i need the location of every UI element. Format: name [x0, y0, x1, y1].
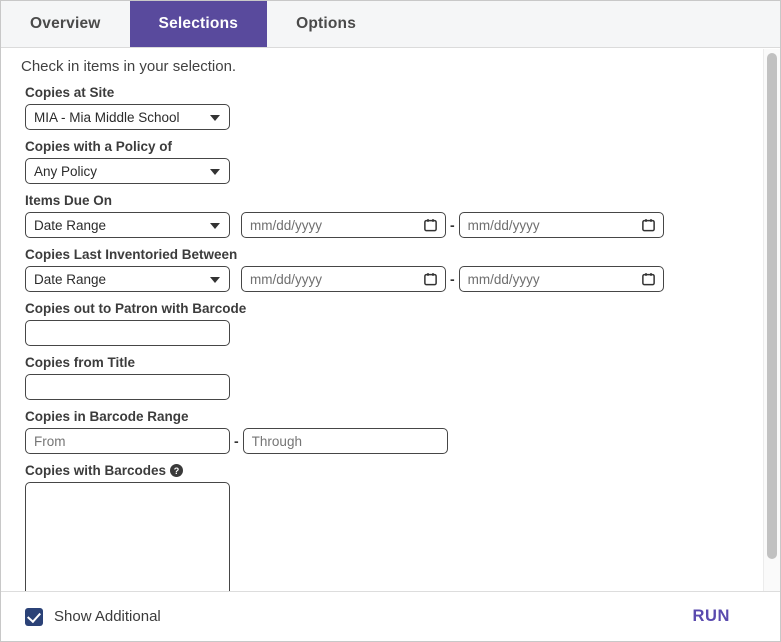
policy-value: Any Policy — [34, 163, 98, 179]
chevron-down-icon — [210, 115, 220, 121]
calendar-icon[interactable] — [423, 272, 438, 287]
chevron-down-icon — [210, 223, 220, 229]
date-range-separator: - — [450, 217, 455, 233]
scrollbar-thumb[interactable] — [767, 53, 777, 559]
selections-panel: Check in items in your selection. Copies… — [1, 49, 780, 591]
copies-at-site-select[interactable]: MIA - Mia Middle School — [25, 104, 230, 130]
barcode-range-from-input[interactable] — [25, 428, 230, 454]
patron-barcode-label: Copies out to Patron with Barcode — [25, 301, 247, 316]
help-icon[interactable]: ? — [170, 464, 184, 477]
items-due-on-label: Items Due On — [25, 193, 113, 208]
barcode-range-label: Copies in Barcode Range — [25, 409, 189, 424]
copies-at-site-label: Copies at Site — [25, 85, 115, 100]
last-inventoried-label: Copies Last Inventoried Between — [25, 247, 238, 262]
items-due-on-mode-value: Date Range — [34, 217, 107, 233]
tab-options[interactable]: Options — [296, 15, 357, 32]
barcode-range-through-input[interactable] — [242, 428, 448, 454]
last-inventoried-end-date-input[interactable] — [458, 266, 664, 292]
show-additional-checkbox[interactable] — [25, 607, 43, 626]
run-button[interactable]: RUN — [692, 607, 730, 625]
date-range-separator: - — [450, 271, 455, 287]
items-due-on-mode-select[interactable]: Date Range — [25, 212, 230, 238]
tab-overview[interactable]: Overview — [30, 15, 101, 32]
from-title-label: Copies from Title — [25, 355, 136, 370]
last-inventoried-start-date-input[interactable] — [241, 266, 446, 292]
patron-barcode-input[interactable] — [25, 320, 230, 346]
chevron-down-icon — [210, 277, 220, 283]
tab-bar: Overview Selections Options — [1, 1, 780, 48]
barcodes-textarea[interactable] — [25, 482, 230, 591]
show-additional-label: Show Additional — [54, 608, 161, 625]
footer-bar: Show Additional RUN — [1, 591, 780, 641]
policy-label: Copies with a Policy of — [25, 139, 173, 154]
items-due-on-start-date-input[interactable] — [241, 212, 446, 238]
chevron-down-icon — [210, 169, 220, 175]
from-title-input[interactable] — [25, 374, 230, 400]
policy-select[interactable]: Any Policy — [25, 158, 230, 184]
tab-selections[interactable]: Selections — [129, 1, 268, 47]
calendar-icon[interactable] — [641, 218, 656, 233]
last-inventoried-mode-select[interactable]: Date Range — [25, 266, 230, 292]
copies-at-site-value: MIA - Mia Middle School — [34, 109, 180, 125]
barcode-range-separator: - — [234, 433, 239, 449]
items-due-on-end-date-input[interactable] — [458, 212, 664, 238]
calendar-icon[interactable] — [423, 218, 438, 233]
barcodes-label: Copies with Barcodes — [25, 463, 167, 478]
last-inventoried-mode-value: Date Range — [34, 271, 107, 287]
vertical-scrollbar[interactable] — [763, 49, 780, 591]
intro-text: Check in items in your selection. — [21, 58, 237, 75]
calendar-icon[interactable] — [641, 272, 656, 287]
